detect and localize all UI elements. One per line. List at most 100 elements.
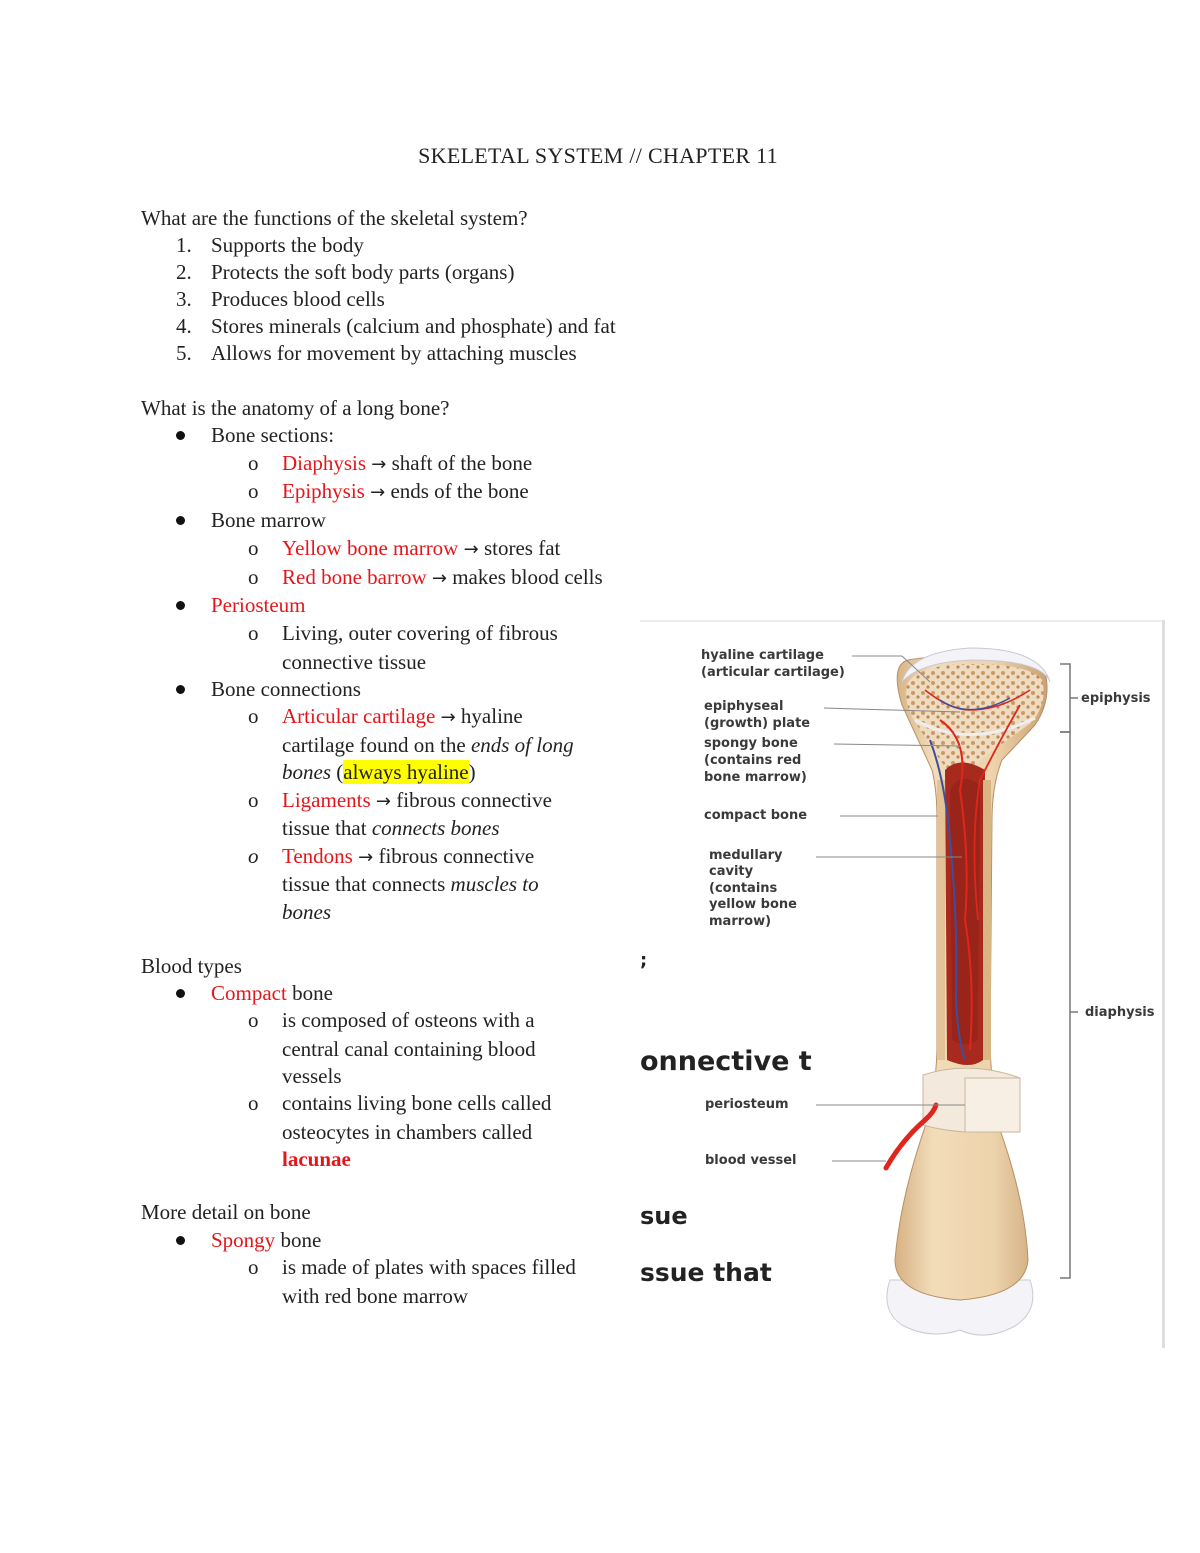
label-epiphysis: epiphysis [1081, 691, 1151, 706]
arrow-icon: → [375, 791, 391, 812]
epiphysis-item: Epiphysis → ends of the bone [282, 479, 529, 503]
term-ligaments: Ligaments [282, 788, 371, 812]
heading-blood-types: Blood types [141, 954, 242, 978]
figure-edge [1162, 620, 1165, 1348]
figure-edge [640, 620, 1162, 622]
list-item: Stores minerals (calcium and phosphate) … [211, 314, 616, 338]
spongy-desc: with red bone marrow [282, 1284, 469, 1308]
label-medullary-cavity: medullary [709, 848, 783, 863]
sub-bullet: o [248, 788, 259, 812]
label-hyaline-cartilage: (articular cartilage) [701, 665, 845, 680]
list-number: 3. [176, 287, 192, 311]
sub-bullet: o [248, 844, 259, 868]
sub-bullet: o [248, 536, 259, 560]
list-item: Supports the body [211, 233, 364, 257]
term-red-marrow: Red bone barrow [282, 565, 427, 589]
sub-bullet: o [248, 1091, 259, 1115]
bullet [176, 989, 185, 998]
term-spongy: Spongy [211, 1228, 276, 1252]
label-spongy-bone: bone marrow) [704, 770, 807, 785]
term-yellow-marrow: Yellow bone marrow [282, 536, 459, 560]
highlight-always-hyaline: always hyaline [343, 760, 469, 784]
term-tendons: Tendons [282, 844, 353, 868]
term-articular-cartilage: Articular cartilage [282, 704, 436, 728]
list-item: Allows for movement by attaching muscles [211, 341, 577, 365]
compact-desc: is composed of osteons with a [282, 1008, 535, 1032]
label-blood-vessel: blood vessel [705, 1153, 797, 1168]
ligaments-desc: tissue that connects bones [282, 816, 500, 840]
bullet [176, 685, 185, 694]
bone-sections-label: Bone sections: [211, 423, 335, 447]
compact-bone-label: Compact bone [211, 981, 333, 1005]
bleed-sue: sue [640, 1202, 688, 1230]
label-medullary-cavity: (contains [709, 881, 778, 896]
arrow-icon: → [358, 847, 374, 868]
list-item: Produces blood cells [211, 287, 385, 311]
label-spongy-bone: (contains red [704, 753, 802, 768]
tendons-item: Tendons → fibrous connective [282, 844, 535, 868]
label-diaphysis: diaphysis [1085, 1005, 1155, 1020]
label-medullary-cavity: marrow) [709, 914, 772, 929]
bleed-semicolon: ; [640, 950, 648, 971]
long-bone-figure: hyaline cartilage (articular cartilage) … [640, 620, 1170, 1348]
page-title: SKELETAL SYSTEM // CHAPTER 11 [418, 143, 778, 168]
bleed-ssue-that: ssue that [640, 1258, 772, 1287]
label-epiphyseal-plate: (growth) plate [704, 716, 811, 731]
sub-bullet: o [248, 479, 259, 503]
bone-marrow-label: Bone marrow [211, 508, 326, 532]
label-hyaline-cartilage: hyaline cartilage [701, 648, 824, 663]
long-bone-illustration [816, 647, 1078, 1336]
articular-desc: cartilage found on the ends of long [282, 733, 574, 757]
sub-bullet: o [248, 565, 259, 589]
compact-desc: vessels [282, 1064, 342, 1088]
list-item: Protects the soft body parts (organs) [211, 260, 515, 284]
articular-item: Articular cartilage → hyaline [282, 704, 523, 728]
question-anatomy: What is the anatomy of a long bone? [141, 396, 450, 420]
label-epiphyseal-plate: epiphyseal [704, 699, 784, 714]
list-number: 4. [176, 314, 192, 338]
term-periosteum: Periosteum [211, 593, 306, 617]
arrow-icon: → [370, 482, 386, 503]
term-compact: Compact [211, 981, 287, 1005]
bleed-connective: onnective t [640, 1046, 812, 1077]
diaphysis-item: Diaphysis → shaft of the bone [282, 451, 533, 475]
question-functions: What are the functions of the skeletal s… [141, 206, 528, 230]
term-epiphysis: Epiphysis [282, 479, 365, 503]
label-medullary-cavity: cavity [709, 864, 754, 879]
label-medullary-cavity: yellow bone [709, 897, 797, 912]
list-number: 5. [176, 341, 192, 365]
bullet [176, 601, 185, 610]
spongy-desc: is made of plates with spaces filled [282, 1255, 576, 1279]
tendons-desc: tissue that connects muscles to [282, 872, 539, 896]
sub-bullet: o [248, 1008, 259, 1032]
articular-desc: bones (always hyaline) [282, 760, 476, 784]
compact-desc: contains living bone cells called [282, 1091, 552, 1115]
arrow-icon: → [371, 454, 387, 475]
term-diaphysis: Diaphysis [282, 451, 366, 475]
arrow-icon: → [440, 707, 456, 728]
bone-connections-label: Bone connections [211, 677, 361, 701]
bullet [176, 431, 185, 440]
periosteum-desc: connective tissue [282, 650, 427, 674]
list-number: 1. [176, 233, 192, 257]
ligaments-item: Ligaments → fibrous connective [282, 788, 552, 812]
term-lacunae: lacunae [282, 1147, 351, 1171]
compact-desc: central canal containing blood [282, 1037, 536, 1061]
label-compact-bone: compact bone [704, 808, 808, 823]
sub-bullet: o [248, 621, 259, 645]
spongy-bone-label: Spongy bone [211, 1228, 322, 1252]
sub-bullet: o [248, 704, 259, 728]
heading-more-detail: More detail on bone [141, 1200, 311, 1224]
arrow-icon: → [463, 539, 479, 560]
periosteum-desc: Living, outer covering of fibrous [282, 621, 558, 645]
red-marrow-item: Red bone barrow → makes blood cells [282, 565, 603, 589]
compact-desc: osteocytes in chambers called [282, 1120, 533, 1144]
sub-bullet: o [248, 451, 259, 475]
sub-bullet: o [248, 1255, 259, 1279]
bullet [176, 1236, 185, 1245]
bullet [176, 516, 185, 525]
arrow-icon: → [431, 568, 447, 589]
tendons-desc: bones [282, 900, 331, 924]
label-spongy-bone: spongy bone [704, 736, 798, 751]
